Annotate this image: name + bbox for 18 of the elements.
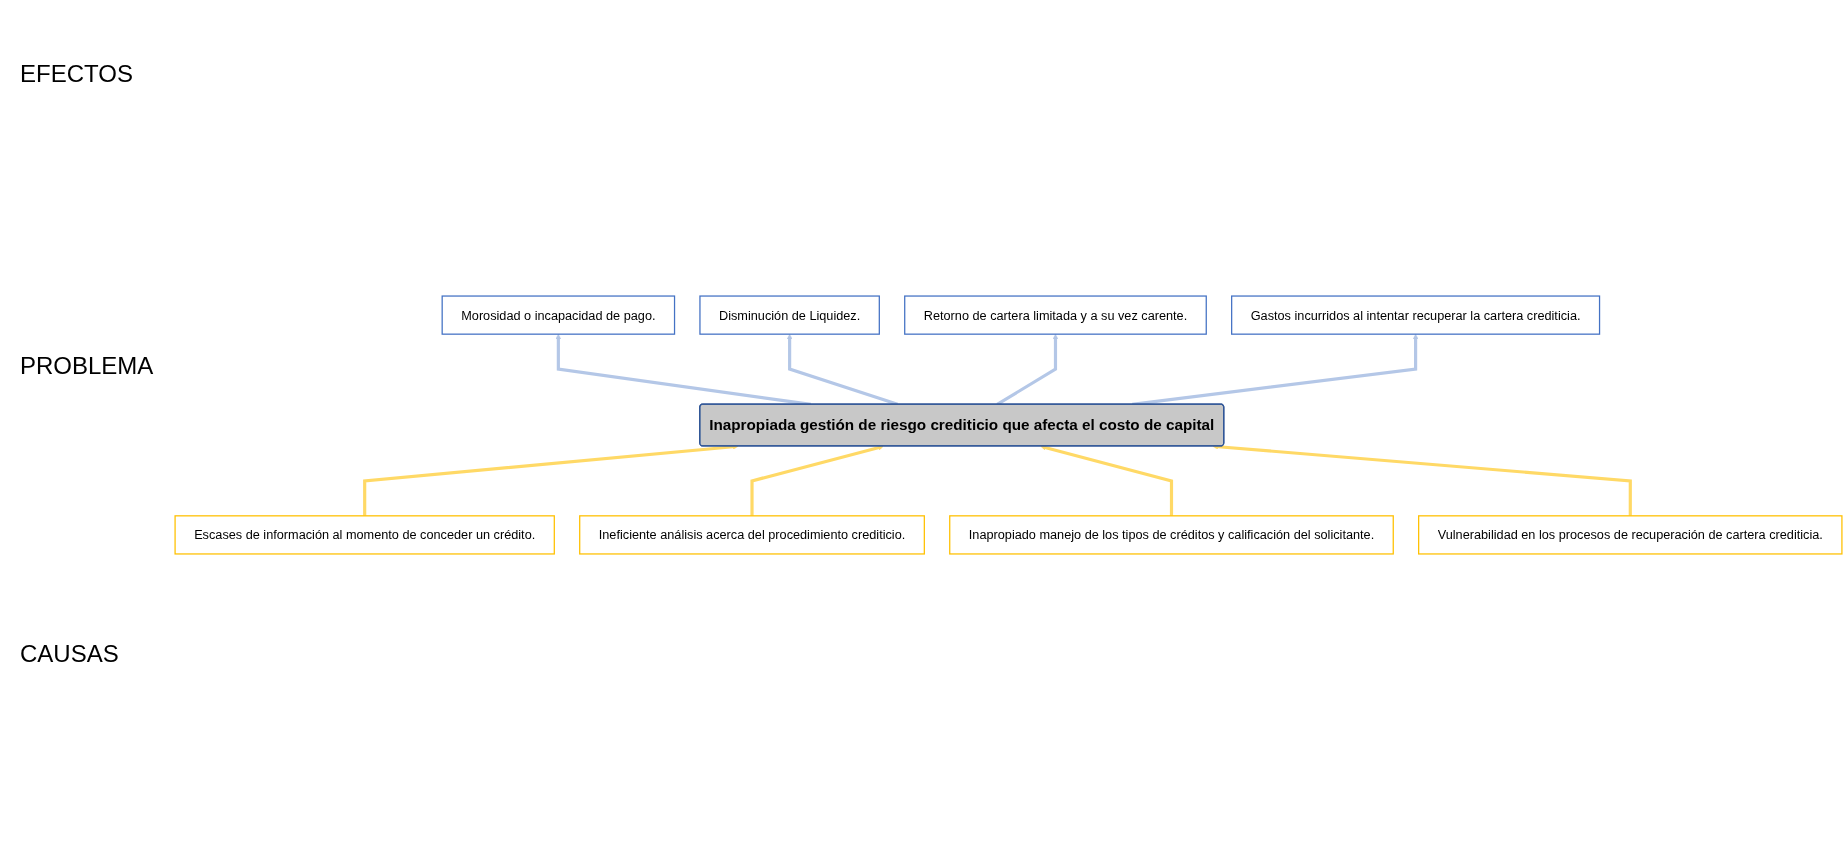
node-box: Morosidad o incapacidad de pago. bbox=[441, 295, 676, 335]
arrow bbox=[786, 333, 899, 406]
node-box: Gastos incurridos al intentar recuperar la cartera crediticia. bbox=[1231, 295, 1601, 335]
arrow bbox=[555, 333, 811, 406]
node-box: Vulnerabilidad en los procesos de recuperación de cartera crediticia. bbox=[1418, 515, 1843, 555]
row-label: CAUSAS bbox=[20, 640, 119, 668]
arrow bbox=[1212, 443, 1632, 516]
node-box: Retorno de cartera limitada y a su vez carente. bbox=[904, 295, 1207, 335]
node-box: Escases de información al momento de conceder un crédito. bbox=[174, 515, 555, 555]
arrow bbox=[996, 333, 1059, 406]
row-label: PROBLEMA bbox=[20, 352, 154, 380]
node-box: Inapropiado manejo de los tipos de créditos y calificación del solicitante. bbox=[949, 515, 1394, 555]
arrow bbox=[750, 444, 884, 516]
arrow bbox=[1132, 333, 1419, 406]
arrow bbox=[1040, 444, 1174, 516]
node-box: Ineficiente análisis acerca del procedimiento crediticio. bbox=[579, 515, 925, 555]
node-box: Disminución de Liquidez. bbox=[699, 295, 880, 335]
row-label: EFECTOS bbox=[20, 60, 133, 88]
